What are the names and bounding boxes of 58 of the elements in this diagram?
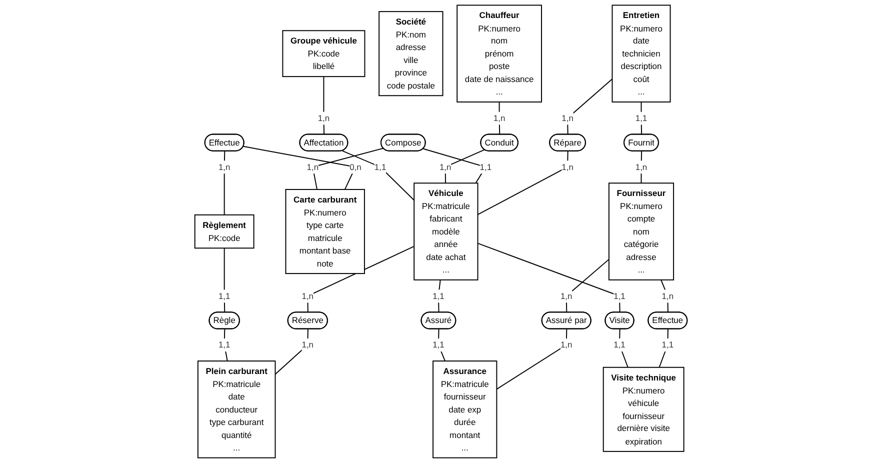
edge-label: 1,n	[318, 113, 330, 123]
connector	[640, 102, 642, 136]
connector	[224, 150, 226, 216]
connector	[496, 328, 568, 390]
node-box: Groupe véhicule PK:code libellé	[282, 30, 366, 78]
edge-label: 1,1	[432, 340, 444, 350]
connector	[274, 328, 308, 375]
node-box: Chauffeur PK:numero nom prénom poste date de naissance ...	[456, 4, 542, 102]
edge-label: 1,n	[635, 162, 648, 172]
connector	[658, 328, 668, 368]
edge-label: 0,n	[350, 162, 362, 172]
node-box: Véhicule PK:matricule fabricant modèle année date achat ...	[414, 182, 478, 280]
connector	[660, 279, 668, 313]
connector	[567, 78, 613, 136]
connector	[224, 328, 228, 362]
connector	[619, 328, 628, 368]
node-box: Entretien PK:numero date technicien description coût ...	[612, 4, 671, 102]
node-box: Plein carburant PK:matricule date conducteur type carburant quantité ...	[197, 360, 276, 458]
connector	[438, 279, 441, 313]
edge-label: 1,1	[218, 340, 230, 350]
edge-label: 1,1	[480, 162, 492, 172]
edge-label: 1,n	[306, 162, 319, 172]
edge-label: 1,n	[562, 113, 574, 123]
connector	[477, 150, 568, 216]
edge-label: 1,1	[374, 162, 386, 172]
edge-label: 1,n	[493, 113, 506, 123]
connector	[224, 248, 226, 313]
connector	[477, 242, 620, 313]
edge-label: 1,1	[614, 290, 626, 301]
edge-label: 1,n	[662, 290, 674, 301]
connector	[444, 149, 486, 184]
connector	[307, 246, 415, 313]
edge-label: 1,n	[439, 162, 452, 172]
connector	[342, 150, 415, 201]
edge-label: 1,n	[302, 290, 314, 301]
connector	[422, 148, 486, 184]
edge-label: 1,1	[218, 290, 230, 301]
node-box: Règlement PK:code	[194, 214, 254, 249]
node-box: Fournisseur PK:numero compte nom catégorie adresse ...	[608, 182, 674, 280]
edge-label: 1,1	[635, 113, 648, 123]
edge-label: 1,n	[560, 340, 572, 350]
edge-label: 1,n	[562, 162, 574, 172]
edge-label: 1,n	[218, 162, 230, 172]
connector	[498, 102, 500, 136]
connector	[566, 258, 610, 313]
connector	[323, 76, 325, 136]
connector	[438, 328, 446, 362]
node-box: Société PK:nom adresse ville province code postale	[378, 11, 444, 96]
edge-label: 1,n	[302, 340, 314, 350]
edge-label: 1,n	[560, 290, 572, 301]
node-box: Assurance PK:matricule fournisseur date exp durée montant ...	[432, 360, 498, 458]
edge-label: 1,1	[614, 340, 626, 350]
node-box: Visite technique PK:numero véhicule fournisseur dernière visite expiration	[602, 366, 684, 452]
connector	[640, 150, 642, 184]
connector	[312, 148, 384, 190]
edge-label: 1,1	[662, 340, 674, 350]
edge-label: 1,1	[432, 290, 444, 301]
node-box: Carte carburant PK:numero type carte matricule montant base note	[285, 188, 365, 274]
